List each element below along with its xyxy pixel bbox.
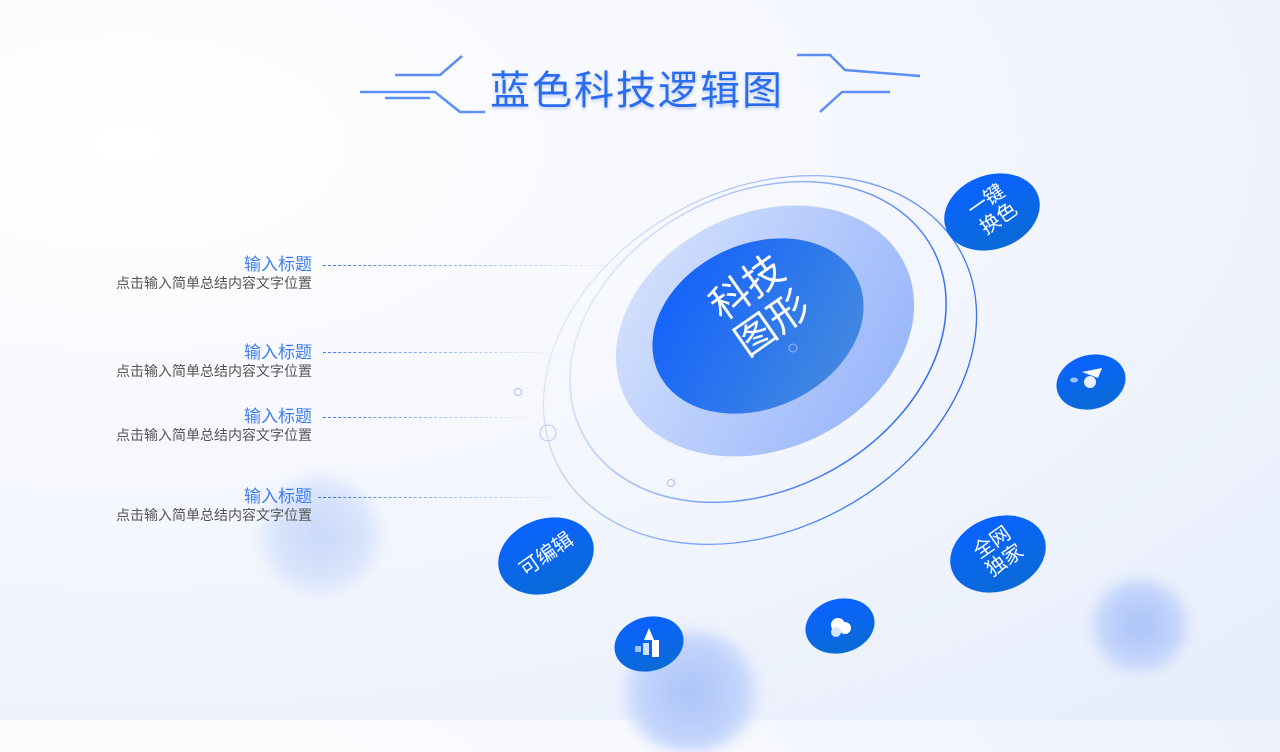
middle-ring (569, 180, 947, 504)
title-decor-right (797, 53, 921, 113)
diagram-graphics (360, 53, 1126, 672)
list-item: 输入标题点击输入简单总结内容文字位置 (116, 255, 312, 293)
list-item: 输入标题点击输入简单总结内容文字位置 (116, 487, 312, 525)
connector-line (323, 352, 563, 353)
item-title[interactable]: 输入标题 (244, 343, 312, 363)
decor-blob (258, 475, 383, 595)
rocket-chart-icon (635, 628, 659, 657)
cloud-bulb-icon (831, 618, 851, 637)
title-decor-left (360, 55, 485, 114)
connector-line (318, 497, 573, 498)
core-disc (652, 238, 864, 414)
decor-blob (1090, 578, 1190, 673)
page-title: 蓝色科技逻辑图 (490, 68, 784, 114)
item-title[interactable]: 输入标题 (244, 255, 312, 275)
connector-line (323, 265, 633, 266)
item-desc[interactable]: 点击输入简单总结内容文字位置 (116, 428, 312, 444)
connector-line (323, 417, 538, 418)
item-desc[interactable]: 点击输入简单总结内容文字位置 (116, 508, 312, 524)
list-item: 输入标题点击输入简单总结内容文字位置 (116, 343, 312, 381)
rocket-globe-icon (1070, 368, 1102, 388)
badge-one-click (944, 173, 1040, 251)
badge-exclusive (950, 515, 1046, 593)
item-title[interactable]: 输入标题 (244, 487, 312, 507)
outer-ring (542, 174, 978, 546)
list-item: 输入标题点击输入简单总结内容文字位置 (116, 407, 312, 445)
item-title[interactable]: 输入标题 (244, 407, 312, 427)
item-desc[interactable]: 点击输入简单总结内容文字位置 (116, 276, 312, 292)
badge-editable (498, 517, 594, 595)
item-desc[interactable]: 点击输入简单总结内容文字位置 (116, 364, 312, 380)
